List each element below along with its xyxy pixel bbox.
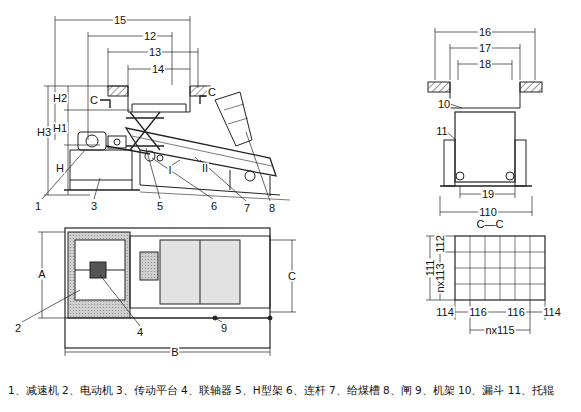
dimension-label: B	[170, 347, 179, 358]
callout-number: 19	[481, 189, 495, 200]
dimension-label: 112	[435, 234, 446, 254]
h-frame	[126, 112, 164, 150]
callout-number: 9	[220, 323, 228, 334]
section-marker	[100, 96, 206, 108]
dimension-label: 114	[435, 307, 455, 318]
callout-number: 1	[34, 201, 42, 212]
dimension-label: H1	[52, 123, 68, 134]
dimension-label: I	[167, 165, 172, 176]
hopper-wall	[108, 86, 128, 96]
hopper-flange	[132, 104, 186, 112]
dimension-label: 110	[478, 207, 498, 218]
feed-trough	[126, 128, 276, 176]
gate	[215, 92, 252, 146]
dimension-lines	[22, 232, 296, 356]
dimension-label: C	[287, 271, 297, 282]
dimension-label: 116	[468, 307, 488, 318]
callout-number: 18	[478, 59, 492, 70]
callout-number: 13	[148, 47, 162, 58]
leader-lines	[42, 132, 270, 201]
dimension-lines	[426, 236, 560, 334]
dimension-label: 116	[506, 307, 526, 318]
callout-number: 14	[151, 64, 165, 75]
callout-number: 3	[90, 201, 98, 212]
dimension-label: C	[207, 87, 217, 98]
callout-number: 2	[14, 323, 22, 334]
callout-number: 8	[268, 203, 276, 214]
dimension-label: 114	[542, 307, 562, 318]
coupling	[140, 252, 158, 280]
section-cc	[455, 236, 545, 300]
dimension-label: nx115	[484, 325, 515, 336]
callout-number: 11	[435, 126, 448, 137]
callout-number: 10	[437, 99, 451, 110]
dimension-label: H3	[36, 127, 52, 138]
end-view	[428, 82, 542, 186]
roller	[245, 171, 255, 181]
dimension-label: A	[37, 269, 46, 280]
plan-view	[65, 228, 272, 348]
dimension-label: nx113	[435, 262, 446, 293]
dimension-label: H2	[52, 93, 68, 104]
dimension-label: II	[201, 163, 209, 174]
callout-number: 6	[210, 201, 218, 212]
motor	[90, 262, 106, 278]
dimension-label: H	[55, 163, 65, 174]
callout-number: 12	[143, 31, 157, 42]
callout-number: 15	[113, 15, 127, 26]
callout-number: 5	[156, 201, 164, 212]
dimension-label: C	[89, 95, 99, 106]
hopper	[128, 86, 190, 112]
link-rod	[106, 146, 150, 154]
callout-number: 16	[478, 27, 492, 38]
frame	[140, 150, 280, 196]
parts-list: 1、减速机 2、电动机 3、传动平台 4、联轴器 5、H型架 6、连杆 7、给煤…	[8, 384, 554, 398]
dimension-lines	[44, 16, 198, 195]
reducer	[78, 132, 106, 150]
callout-number: 4	[136, 327, 144, 338]
roller	[145, 151, 155, 161]
dimension-lines	[435, 28, 535, 216]
callout-number: 17	[478, 43, 492, 54]
dimension-label: C—C	[476, 219, 505, 230]
callout-number: 7	[243, 203, 251, 214]
